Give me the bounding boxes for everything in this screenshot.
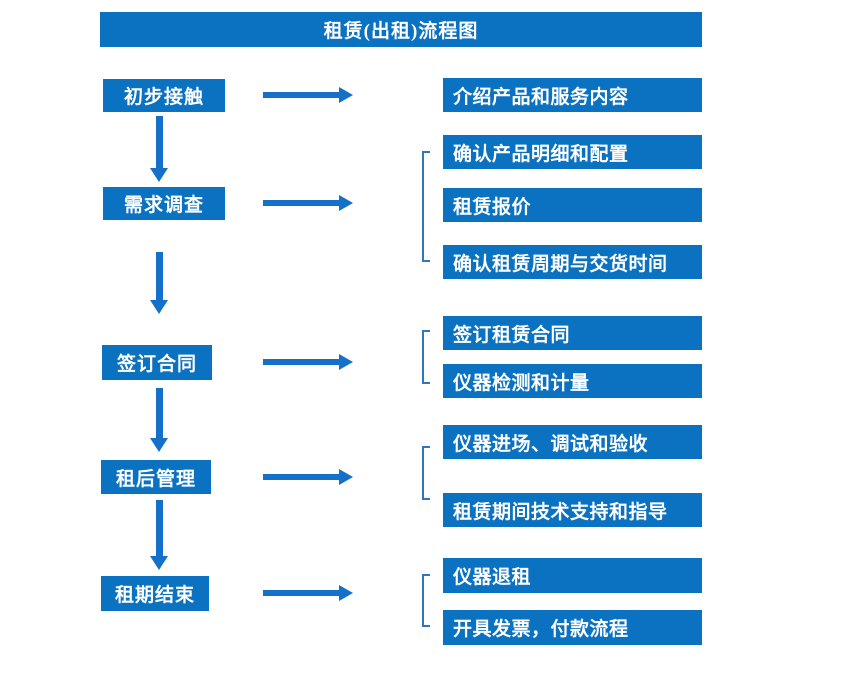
down-arrow-icon [150,116,168,182]
down-arrow-icon [150,388,168,452]
right-arrow-icon [263,585,353,601]
output-rental-quote: 租赁报价 [443,188,702,222]
output-instrument-testing: 仪器检测和计量 [443,364,702,398]
output-confirm-period-delivery: 确认租赁周期与交货时间 [443,245,702,279]
step-demand-survey: 需求调查 [103,187,225,220]
right-arrow-icon [263,87,353,103]
group-bracket-demand-survey [422,151,430,262]
output-sign-rental-contract: 签订租赁合同 [443,316,702,350]
output-rental-tech-support: 租赁期间技术支持和指导 [443,493,702,527]
right-arrow-icon [263,354,353,370]
step-sign-contract: 签订合同 [102,345,212,380]
output-instrument-entry-accept: 仪器进场、调试和验收 [443,425,702,459]
output-intro-products: 介绍产品和服务内容 [443,78,702,112]
step-post-rental-management: 租后管理 [101,460,211,494]
group-bracket-rental-end [422,574,430,627]
group-bracket-post-rental [422,446,430,500]
step-initial-contact: 初步接触 [103,79,225,112]
group-bracket-sign-contract [422,330,430,384]
down-arrow-icon [150,500,168,570]
flowchart-title: 租赁(出租)流程图 [100,12,702,47]
output-instrument-return: 仪器退租 [443,558,702,593]
down-arrow-icon [150,252,168,314]
output-invoice-payment: 开具发票，付款流程 [443,610,702,645]
output-confirm-product-details: 确认产品明细和配置 [443,135,702,169]
right-arrow-icon [263,469,353,485]
right-arrow-icon [263,195,353,211]
step-rental-end: 租期结束 [101,576,209,611]
